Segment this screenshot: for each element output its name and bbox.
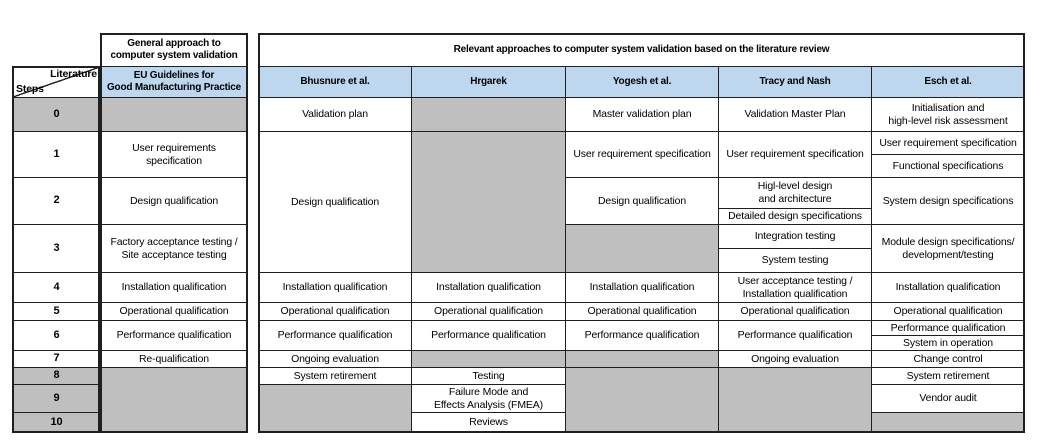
cell-eu-step1: User requirements specification [100,131,248,177]
header-hrgarek: Hrgarek [411,66,565,97]
cell-hrgarek-step9: Failure Mode and Effects Analysis (FMEA) [411,384,565,412]
cell-tracy-step7: Ongoing evaluation [718,350,871,367]
cell-eu-step7: Re-qualification [100,350,248,367]
cell-hrgarek-step0-empty [411,97,565,131]
step-label-7: 7 [12,350,100,367]
cell-eu-steps8-10-empty [100,367,248,433]
cell-eu-step5: Operational qualification [100,302,248,320]
cell-tracy-step0: Validation Master Plan [718,97,871,131]
header-tracy-nash: Tracy and Nash [718,66,871,97]
step-label-10: 10 [12,412,100,433]
header-literature-review: Relevant approaches to computer system v… [258,33,1025,66]
cell-yogesh-step5: Operational qualification [565,302,718,320]
cell-yogesh-step1: User requirement specification [565,131,718,177]
cell-hrgarek-step6: Performance qualification [411,320,565,350]
cell-bhusnure-step6: Performance qualification [258,320,411,350]
cell-tracy-step6: Performance qualification [718,320,871,350]
cell-hrgarek-step4: Installation qualification [411,272,565,302]
cell-bhusnure-steps1-3: Design qualification [258,131,411,272]
cell-hrgarek-steps1-3-empty [411,131,565,272]
step-label-6: 6 [12,320,100,350]
step-label-2: 2 [12,177,100,224]
corner-literature-label: Literature [50,68,97,80]
step-label-0: 0 [12,97,100,131]
cell-eu-step2: Design qualification [100,177,248,224]
cell-tracy-step4: User acceptance testing / Installation q… [718,272,871,302]
cell-eu-step4: Installation qualification [100,272,248,302]
cell-tracy-steps8-10-empty [718,367,871,433]
cell-bhusnure-step7: Ongoing evaluation [258,350,411,367]
cell-esch-step6-lower: System in operation [871,335,1025,350]
cell-eu-step6: Performance qualification [100,320,248,350]
step-label-4: 4 [12,272,100,302]
corner-steps-label: Steps [16,83,44,96]
cell-esch-step0: Initialisation and high-level risk asses… [871,97,1025,131]
cell-bhusnure-step0: Validation plan [258,97,411,131]
cell-yogesh-step6: Performance qualification [565,320,718,350]
cell-esch-step6-upper: Performance qualification [871,320,1025,335]
step-label-9: 9 [12,384,100,412]
cell-hrgarek-step7-empty [411,350,565,367]
cell-yogesh-steps8-10-empty [565,367,718,433]
cell-tracy-step2-lower: Detailed design specifications [718,208,871,224]
cell-esch-step1-upper: User requirement specification [871,131,1025,154]
cell-yogesh-step0: Master validation plan [565,97,718,131]
cell-tracy-step2-upper: Higl-level design and architecture [718,177,871,208]
cell-yogesh-step3-empty [565,224,718,272]
step-label-1: 1 [12,131,100,177]
header-general-approach: General approach to computer system vali… [100,33,248,66]
cell-tracy-step5: Operational qualification [718,302,871,320]
cell-bhusnure-step5: Operational qualification [258,302,411,320]
cell-eu-step0-empty [100,97,248,131]
cell-yogesh-step2: Design qualification [565,177,718,224]
cell-hrgarek-step10: Reviews [411,412,565,433]
cell-bhusnure-steps9-10-empty [258,384,411,433]
header-bhusnure: Bhusnure et al. [258,66,411,97]
cell-esch-step10-empty [871,412,1025,433]
cell-esch-step9: Vendor audit [871,384,1025,412]
cell-tracy-step3-lower: System testing [718,248,871,272]
header-yogesh: Yogesh et al. [565,66,718,97]
cell-esch-step2: System design specifications [871,177,1025,224]
cell-esch-step7: Change control [871,350,1025,367]
cell-hrgarek-step8: Testing [411,367,565,384]
cell-tracy-step3-upper: Integration testing [718,224,871,248]
cell-yogesh-step4: Installation qualification [565,272,718,302]
cell-esch-step3: Module design specifications/ developmen… [871,224,1025,272]
header-esch: Esch et al. [871,66,1025,97]
cell-yogesh-step7-empty [565,350,718,367]
cell-esch-step8: System retirement [871,367,1025,384]
cell-eu-step3: Factory acceptance testing / Site accept… [100,224,248,272]
step-label-5: 5 [12,302,100,320]
cell-esch-step5: Operational qualification [871,302,1025,320]
step-label-8: 8 [12,367,100,384]
corner-header-cell: Literature Steps [12,66,100,97]
header-eu-guidelines: EU Guidelines for Good Manufacturing Pra… [100,66,248,97]
cell-hrgarek-step5: Operational qualification [411,302,565,320]
cell-esch-step1-lower: Functional specifications [871,154,1025,177]
cell-bhusnure-step4: Installation qualification [258,272,411,302]
cell-bhusnure-step8: System retirement [258,367,411,384]
comparison-table: General approach to computer system vali… [12,33,1025,433]
step-label-3: 3 [12,224,100,272]
cell-tracy-step1: User requirement specification [718,131,871,177]
cell-esch-step4: Installation qualification [871,272,1025,302]
